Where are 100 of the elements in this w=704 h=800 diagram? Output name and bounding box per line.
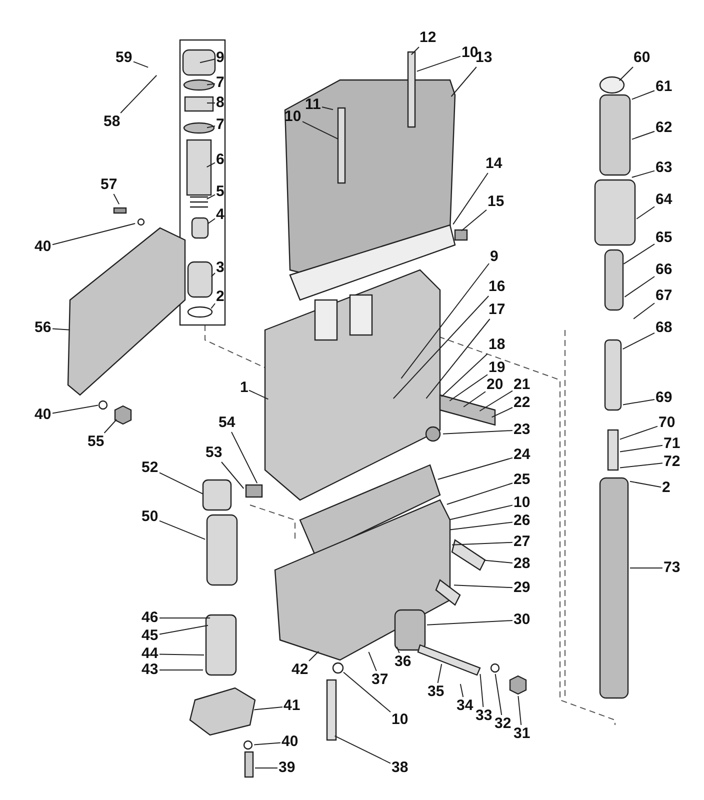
callout-number: 9 (490, 249, 498, 265)
callout-number: 29 (514, 580, 530, 596)
callout-number: 23 (514, 422, 530, 438)
callout-number: 24 (514, 447, 530, 463)
leader-line (437, 664, 442, 684)
callout-number: 40 (34, 239, 52, 255)
leader-line (221, 462, 244, 489)
callout-number: 67 (656, 288, 672, 304)
leader-line (322, 106, 334, 110)
leader-line (454, 584, 513, 588)
leader-line (450, 66, 477, 97)
leader-line (206, 194, 216, 200)
callout-number: 54 (218, 415, 236, 431)
callout-number: 18 (488, 337, 506, 353)
leader-line (631, 90, 655, 100)
leader-line (461, 209, 487, 232)
leader-line (159, 472, 204, 495)
callout-number: 39 (278, 760, 296, 776)
leader-line (480, 674, 484, 708)
callout-number: 5 (216, 184, 224, 200)
leader-line (416, 56, 461, 72)
callout-number: 45 (142, 628, 158, 644)
callout-number: 1 (240, 380, 248, 396)
callout-number: 71 (664, 436, 680, 452)
leader-line (437, 457, 513, 480)
leader-line (302, 121, 339, 140)
leader-line (426, 620, 513, 626)
callout-number: 8 (216, 95, 224, 111)
leader-line (426, 318, 490, 399)
callout-number: 28 (514, 556, 530, 572)
leader-line (622, 399, 655, 406)
callout-number: 69 (656, 390, 672, 406)
callout-number: 42 (292, 662, 308, 678)
callout-number: 46 (142, 610, 158, 626)
leader-line (159, 654, 204, 656)
leader-line (619, 426, 658, 440)
callout-number: 9 (216, 50, 224, 66)
leader-line (624, 276, 655, 298)
callout-number: 73 (664, 560, 680, 576)
leader-line (622, 332, 655, 350)
callout-number: 27 (514, 534, 530, 550)
leader-line (248, 390, 269, 400)
callout-number: 66 (656, 262, 672, 278)
callout-number: 3 (216, 260, 224, 276)
callout-number: 12 (420, 30, 436, 46)
callout-number: 15 (488, 194, 504, 210)
leader-line (450, 522, 513, 530)
leader-line (52, 328, 70, 330)
callout-number: 10 (462, 45, 478, 61)
leader-line (231, 432, 258, 484)
leader-line (631, 130, 655, 140)
leader-line (52, 404, 98, 414)
leader-line (441, 353, 488, 398)
callout-number: 35 (428, 684, 444, 700)
callout-number: 38 (392, 760, 408, 776)
leader-line (631, 170, 655, 178)
leader-line (630, 480, 662, 488)
leader-line (446, 482, 513, 505)
callout-number: 2 (662, 480, 670, 496)
leader-line (633, 302, 655, 320)
callout-number: 57 (100, 177, 118, 193)
leader-line (410, 46, 420, 56)
leader-line (484, 560, 513, 564)
leader-line (52, 223, 136, 246)
leader-line (308, 650, 320, 662)
callout-number: 59 (116, 50, 132, 66)
callout-number: 30 (514, 612, 530, 628)
callout-number: 32 (494, 716, 512, 732)
leader-line (113, 194, 120, 205)
callout-number: 56 (34, 320, 52, 336)
callout-number: 22 (514, 395, 530, 411)
leader-line (200, 58, 216, 64)
callout-number: 40 (282, 734, 298, 750)
callout-number: 10 (284, 109, 302, 125)
leader-line (479, 390, 513, 412)
leader-line (494, 674, 502, 716)
leader-line (343, 672, 391, 712)
leader-line (368, 651, 377, 672)
callout-number: 25 (514, 472, 530, 488)
leader-line (463, 391, 486, 408)
callout-number: 36 (394, 654, 412, 670)
callout-number: 50 (142, 509, 158, 525)
leader-line (334, 735, 391, 764)
leader-line (206, 162, 216, 168)
callout-number: 6 (216, 152, 224, 168)
callout-number: 41 (284, 698, 300, 714)
leader-line (104, 419, 118, 434)
leader-line (206, 102, 216, 104)
leader-line (210, 303, 216, 309)
leader-line (449, 504, 513, 520)
callout-number: 60 (634, 50, 650, 66)
leader-line (159, 624, 208, 635)
leader-line (618, 66, 634, 82)
callout-number: 10 (392, 712, 408, 728)
callout-number: 34 (456, 698, 474, 714)
callout-number: 44 (142, 646, 158, 662)
leader-line (206, 126, 216, 128)
callout-number: 64 (656, 192, 672, 208)
leader-line (120, 74, 158, 114)
leader-line (159, 520, 206, 540)
